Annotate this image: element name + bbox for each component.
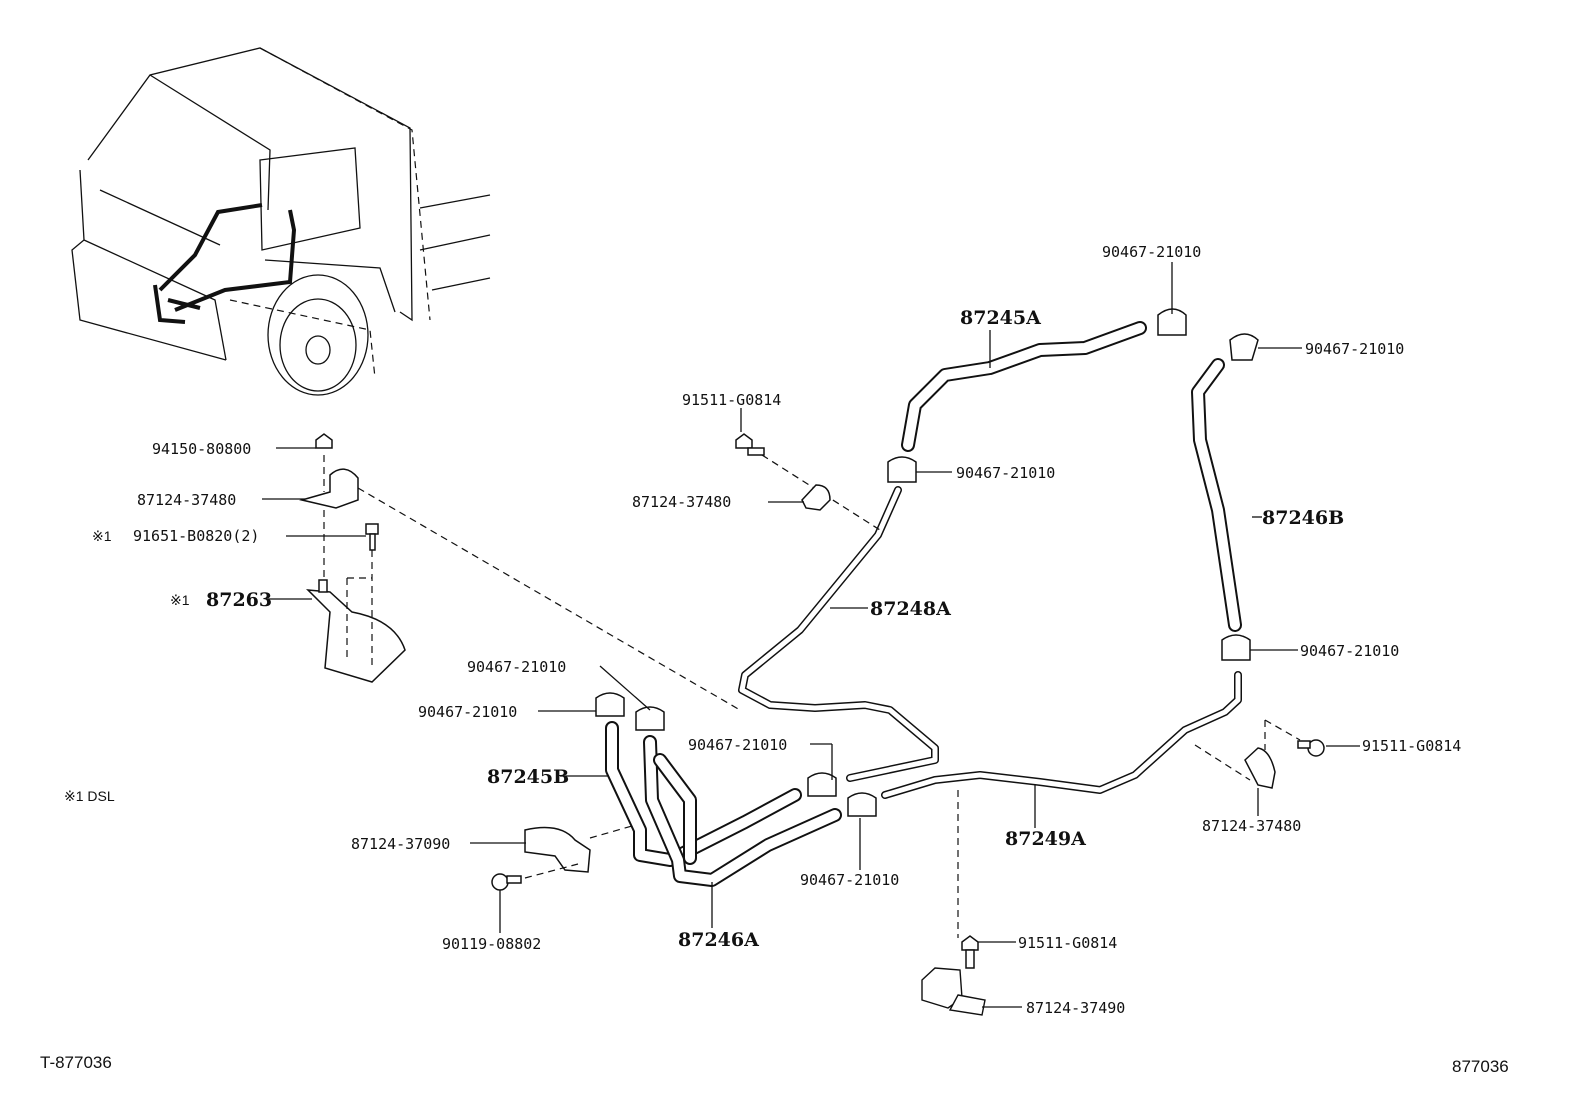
label-hose-87245b[interactable]: 87245B [487,766,569,788]
part-labels: 94150-80800 87124-37480 ※1 91651-B0820(2… [40,243,1509,1076]
label-note-mark-1: ※1 [92,528,112,544]
nut-icon[interactable] [315,433,333,449]
label-clamp-right[interactable]: 87124-37480 [1202,817,1301,835]
clamp-icon[interactable] [801,484,831,511]
dsl-note: ※1 DSL [64,788,115,804]
footer-right-code: 877036 [1452,1057,1509,1076]
label-clip-7[interactable]: 90467-21010 [688,736,787,754]
label-bolt-91651[interactable]: 91651-B0820(2) [133,527,259,545]
label-clip-8[interactable]: 90467-21010 [800,871,899,889]
label-hose-87246b[interactable]: 87246B [1262,507,1344,529]
clamp-icon[interactable] [299,468,359,509]
hose-clip-icon[interactable] [635,706,665,731]
hose-clip-icon[interactable] [595,692,625,717]
hose-clip-icon[interactable] [847,792,877,817]
label-bolt-90119[interactable]: 90119-08802 [442,935,541,953]
label-bolt-bottom[interactable]: 91511-G0814 [1018,934,1117,952]
label-clamp-left[interactable]: 87124-37480 [137,491,236,509]
bolt-icon[interactable] [491,873,509,891]
bolt-icon[interactable] [735,433,753,449]
clamp-icon[interactable] [524,826,591,873]
bolt-icon[interactable] [365,523,379,535]
fasteners [491,433,1325,1016]
label-pipe-87248a[interactable]: 87248A [870,598,951,620]
label-clip-3[interactable]: 90467-21010 [956,464,1055,482]
footer-left-code: T-877036 [40,1053,112,1072]
label-clamp-top[interactable]: 87124-37480 [632,493,731,511]
label-bolt-right[interactable]: 91511-G0814 [1362,737,1461,755]
label-clamp-37090[interactable]: 87124-37090 [351,835,450,853]
hose-clip-icon[interactable] [1157,308,1187,336]
label-clip-5[interactable]: 90467-21010 [467,658,566,676]
label-pipe-87249a[interactable]: 87249A [1005,828,1086,850]
hose-clip-icon[interactable] [887,456,917,483]
label-bracket-87263[interactable]: 87263 [206,589,272,611]
hose-clips [595,308,1259,817]
hose-clip-icon[interactable] [1221,634,1251,661]
label-clip-2[interactable]: 90467-21010 [1305,340,1404,358]
label-clip-1[interactable]: 90467-21010 [1102,243,1201,261]
label-bolt-top[interactable]: 91511-G0814 [682,391,781,409]
bracket-icon[interactable] [306,589,406,683]
clamp-icon[interactable] [1244,747,1276,789]
bolt-icon[interactable] [961,935,979,951]
label-hose-87245a[interactable]: 87245A [960,307,1041,329]
truck-illustration [71,47,491,396]
label-clip-4[interactable]: 90467-21010 [1300,642,1399,660]
hose-clip-icon[interactable] [807,772,837,797]
label-nut-94150[interactable]: 94150-80800 [152,440,251,458]
leader-lines [262,262,1360,1008]
label-hose-87246a[interactable]: 87246A [678,929,759,951]
label-clip-6[interactable]: 90467-21010 [418,703,517,721]
label-note-mark-2: ※1 [170,592,190,608]
hose-clip-icon[interactable] [1229,333,1259,361]
label-clamp-37490[interactable]: 87124-37490 [1026,999,1125,1017]
left-bracket-assembly [299,433,741,711]
